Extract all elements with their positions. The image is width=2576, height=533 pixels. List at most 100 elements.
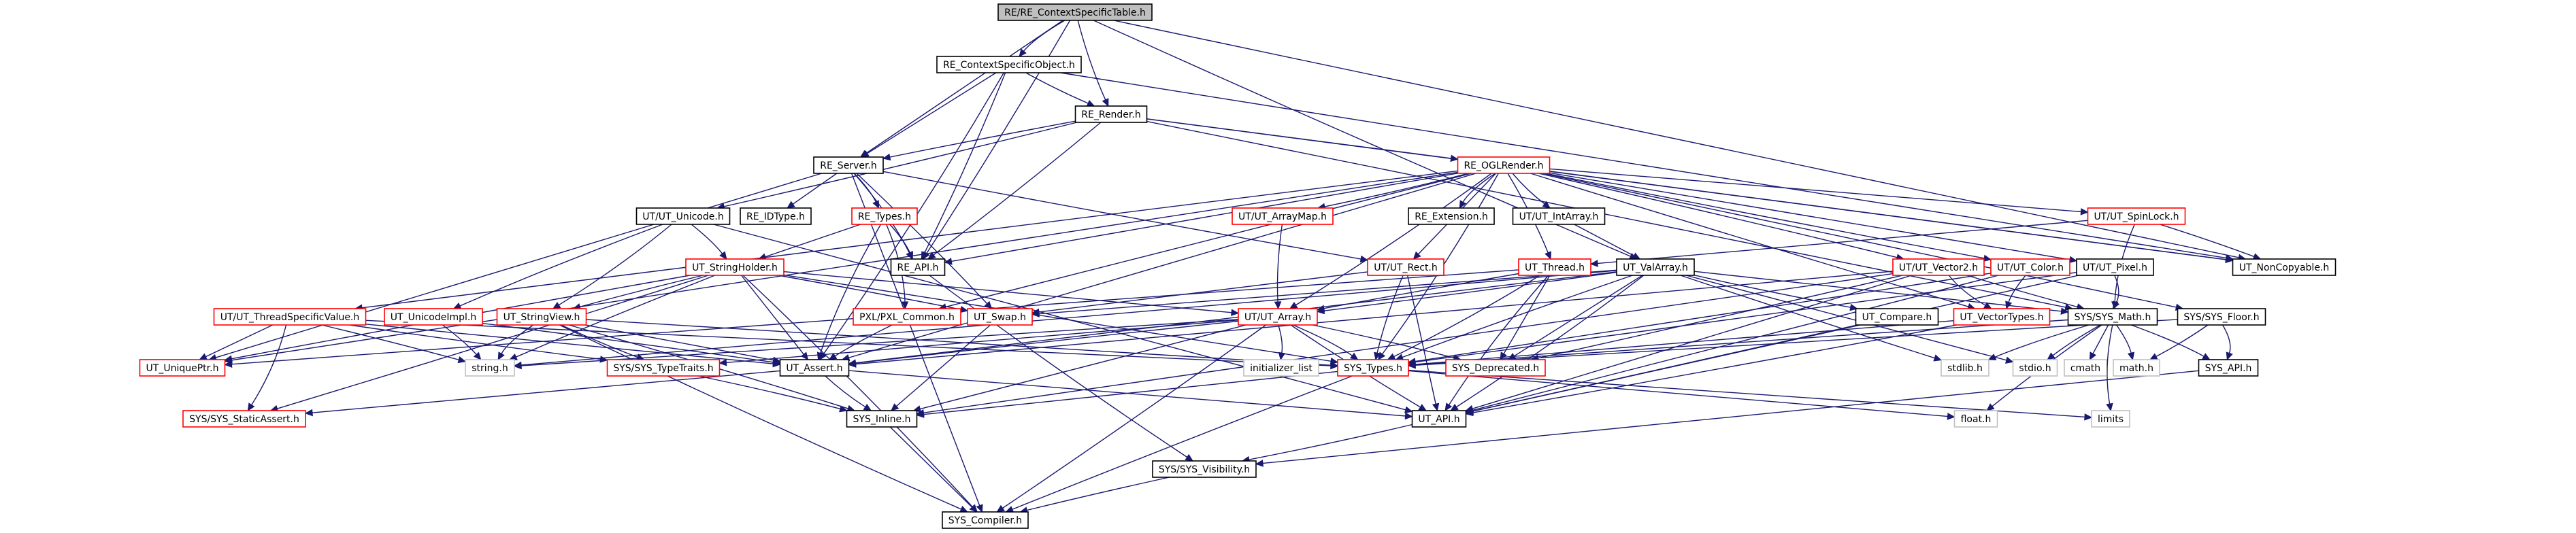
node-cso[interactable]: RE_ContextSpecificObject.h — [936, 56, 1082, 73]
arrowhead-icon — [1349, 352, 1359, 360]
edge-line — [1002, 324, 1267, 509]
node-pixel[interactable]: UT/UT_Pixel.h — [2076, 258, 2154, 276]
node-box — [2177, 308, 2266, 326]
arrowhead-icon — [1632, 252, 1641, 260]
edge-line — [500, 324, 534, 355]
node-pxlcommon[interactable]: PXL/PXL_Common.h — [853, 308, 961, 326]
edge-spinlock-to-thread — [1589, 220, 2088, 267]
node-inline[interactable]: SYS_Inline.h — [846, 410, 918, 428]
edge-line — [1574, 224, 1635, 257]
node-thread[interactable]: UT_Thread.h — [1518, 258, 1591, 276]
edge-line — [2222, 324, 2231, 354]
node-stringholder[interactable]: UT_StringHolder.h — [685, 258, 785, 276]
node-vectortypes[interactable]: UT_VectorTypes.h — [1953, 308, 2051, 326]
node-visibility[interactable]: SYS/SYS_Visibility.h — [1152, 460, 1257, 478]
node-tsv[interactable]: UT/UT_ThreadSpecificValue.h — [213, 308, 367, 326]
node-staticassert[interactable]: SYS/SYS_StaticAssert.h — [182, 410, 306, 428]
node-arraymap[interactable]: UT/UT_ArrayMap.h — [1232, 207, 1334, 225]
node-label: RE/RE_ContextSpecificTable.h — [1004, 7, 1146, 18]
edge-line — [2160, 224, 2256, 258]
node-root[interactable]: RE/RE_ContextSpecificTable.h — [997, 3, 1153, 21]
node-extension[interactable]: RE_Extension.h — [1408, 207, 1495, 225]
edge-retypes-to-stringholder — [758, 224, 861, 260]
edge-swap-to-inline — [890, 324, 991, 411]
node-sysfloor[interactable]: SYS/SYS_Floor.h — [2177, 308, 2266, 326]
node-systypes[interactable]: SYS_Types.h — [1337, 359, 1409, 377]
node-compiler[interactable]: SYS_Compiler.h — [942, 511, 1029, 529]
arrowhead-icon — [224, 360, 233, 368]
node-deprecated[interactable]: SYS_Deprecated.h — [1445, 359, 1546, 377]
node-unicodeimpl[interactable]: UT_UnicodeImpl.h — [384, 308, 483, 326]
edge-line — [764, 224, 861, 258]
node-sysapi[interactable]: SYS_API.h — [2198, 359, 2259, 377]
edge-line — [723, 122, 1077, 207]
arrowhead-icon — [199, 353, 208, 360]
edge-utarray-to-typetraits — [719, 320, 1239, 366]
node-vector2[interactable]: UT/UT_Vector2.h — [1892, 258, 1985, 276]
node-retypes[interactable]: RE_Types.h — [851, 207, 918, 225]
node-label: RE_IDType.h — [746, 211, 805, 222]
arrowhead-icon — [839, 405, 848, 413]
arrowhead-icon — [1444, 402, 1453, 412]
edge-line — [585, 324, 774, 361]
node-label: limits — [2098, 414, 2124, 425]
arrowhead-icon — [872, 200, 880, 209]
node-uniqueptr[interactable]: UT_UniquePtr.h — [139, 359, 226, 377]
edge-line — [923, 273, 1894, 413]
node-reapi[interactable]: RE_API.h — [890, 258, 946, 276]
node-typetraits[interactable]: SYS/SYS_TypeTraits.h — [606, 359, 721, 377]
node-server[interactable]: RE_Server.h — [813, 156, 884, 174]
node-label: SYS_API.h — [2205, 363, 2252, 374]
node-assert[interactable]: UT_Assert.h — [779, 359, 850, 377]
node-rect[interactable]: UT/UT_Rect.h — [1367, 258, 1444, 276]
node-color[interactable]: UT/UT_Color.h — [1990, 258, 2070, 276]
arrowhead-icon — [1459, 200, 1467, 209]
arrowhead-icon — [452, 302, 462, 309]
node-compare[interactable]: UT_Compare.h — [1855, 308, 1939, 326]
edge-line — [1323, 271, 1617, 311]
edge-line — [2008, 275, 2026, 303]
arrowhead-icon — [906, 251, 914, 260]
arrowhead-icon — [1432, 402, 1440, 412]
arrowhead-icon — [2113, 300, 2120, 310]
edge-line — [1680, 275, 1936, 359]
node-label: UT/UT_Unicode.h — [642, 211, 723, 222]
edge-utarray-to-assert — [848, 320, 1239, 367]
node-intarray[interactable]: UT/UT_IntArray.h — [1512, 207, 1606, 225]
node-box — [1518, 258, 1591, 276]
nodes-layer: RE/RE_ContextSpecificTable.hRE_ContextSp… — [139, 3, 2336, 529]
edge-line — [783, 271, 1233, 313]
arrowhead-icon — [2225, 256, 2234, 264]
arrowhead-icon — [1413, 251, 1421, 260]
edge-valarray-to-stdlib — [1680, 275, 1943, 362]
edge-stringview-to-systypes — [586, 319, 1339, 369]
node-box — [1337, 359, 1409, 377]
node-utarray[interactable]: UT/UT_Array.h — [1238, 308, 1318, 326]
node-idtype[interactable]: RE_IDType.h — [740, 207, 812, 225]
node-oglrender[interactable]: RE_OGLRender.h — [1457, 156, 1551, 174]
node-stringview[interactable]: UT_StringView.h — [496, 308, 587, 326]
arrowhead-icon — [599, 356, 608, 363]
node-spinlock[interactable]: UT/UT_SpinLock.h — [2087, 207, 2186, 225]
node-utapi[interactable]: UT_API.h — [1411, 410, 1467, 428]
node-noncopyable[interactable]: UT_NonCopyable.h — [2232, 258, 2336, 276]
node-box — [635, 207, 731, 225]
node-valarray[interactable]: UT_ValArray.h — [1616, 258, 1695, 276]
node-sysmath[interactable]: SYS/SYS_Math.h — [2067, 308, 2158, 326]
edge-line — [1596, 220, 2088, 264]
edge-line — [2116, 324, 2132, 354]
node-unicode[interactable]: UT/UT_Unicode.h — [635, 207, 731, 225]
node-swap[interactable]: UT_Swap.h — [967, 308, 1033, 326]
node-box — [2012, 359, 2058, 377]
edge-line — [1026, 477, 1170, 511]
arrowhead-icon — [787, 201, 795, 209]
arrowhead-icon — [969, 504, 978, 513]
arrowhead-icon — [916, 411, 925, 418]
node-box — [967, 308, 1033, 326]
node-render[interactable]: RE_Render.h — [1074, 105, 1148, 123]
edge-line — [1077, 20, 1106, 101]
arrowhead-icon — [1031, 310, 1040, 317]
edge-line — [231, 171, 1458, 361]
edge-line — [1472, 324, 1861, 412]
arrowhead-icon — [1019, 48, 1027, 57]
